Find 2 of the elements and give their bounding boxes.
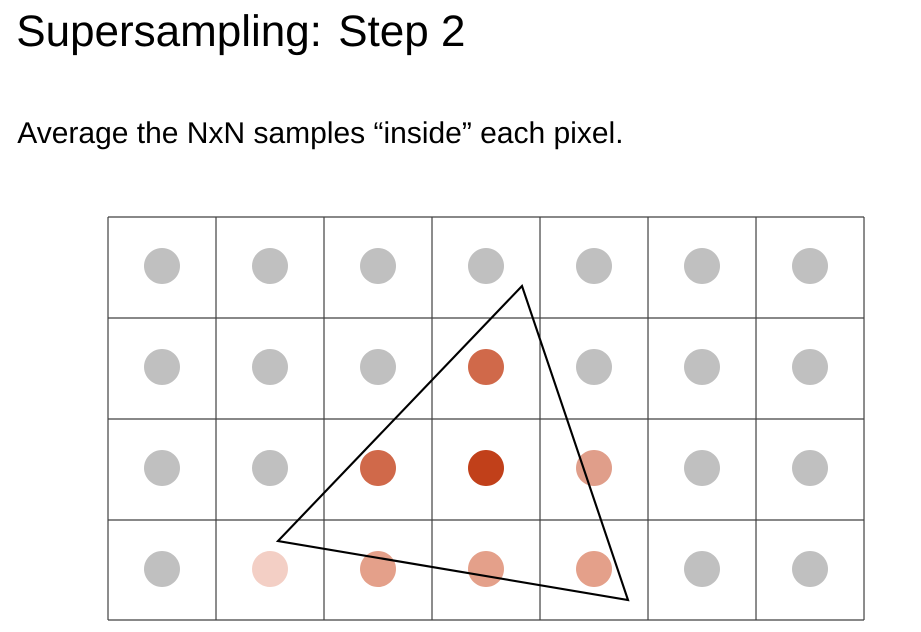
title: Supersampling: Step 2 (18, 14, 464, 56)
subtitle: Average the NxN samples “inside” each pixel. (17, 121, 621, 150)
